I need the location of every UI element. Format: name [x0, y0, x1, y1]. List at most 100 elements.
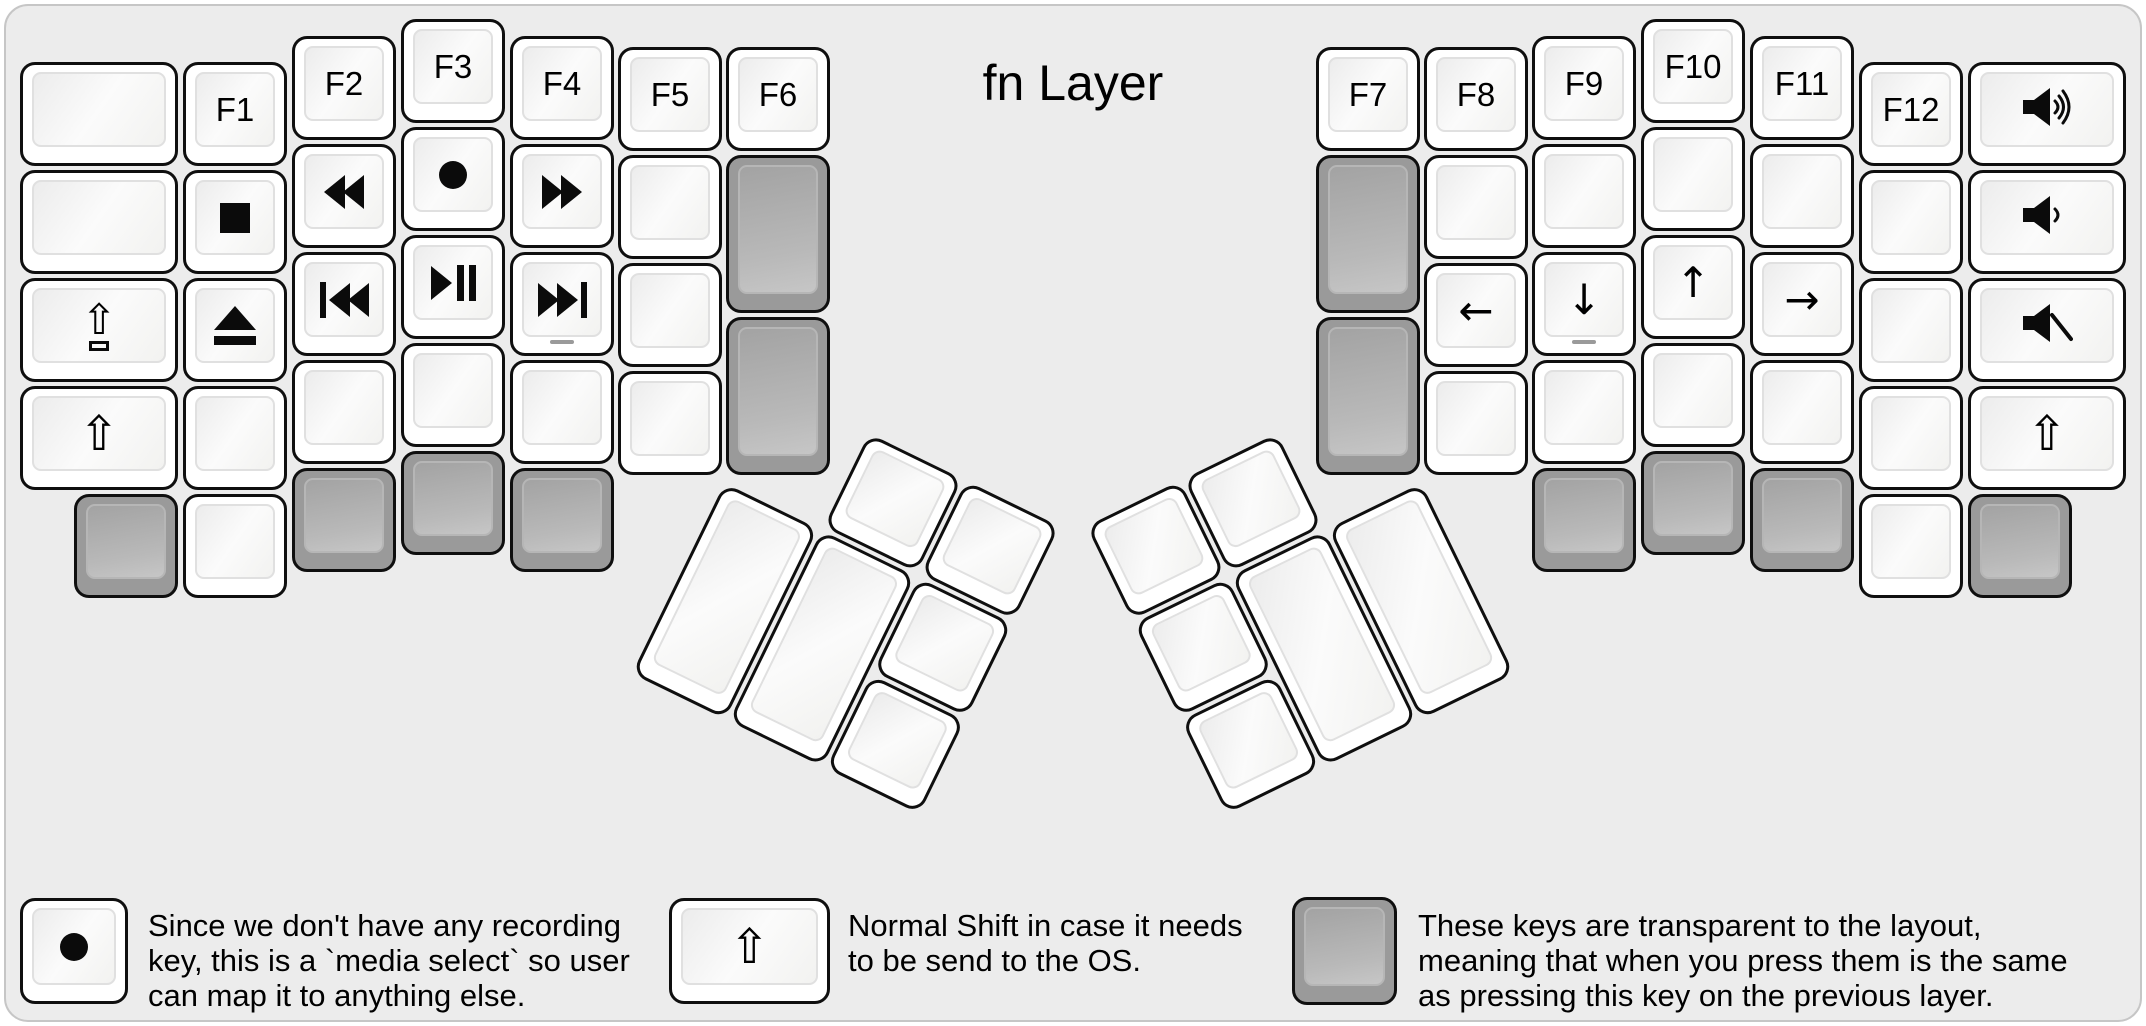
key-f3: F3 [401, 19, 505, 123]
legend-media-select-key [20, 898, 128, 1004]
legend-line: key, this is a `media select` so user [148, 943, 630, 978]
key-volume-down [1968, 170, 2126, 274]
key-eject [183, 278, 287, 382]
key-blank [1532, 144, 1636, 248]
legend-line: to be send to the OS. [848, 943, 1141, 978]
key-blank [1859, 278, 1963, 382]
key-play-pause [401, 235, 505, 339]
key-next-track [510, 252, 614, 356]
key-transparent [1316, 155, 1420, 313]
key-f1: F1 [183, 62, 287, 166]
key-transparent [1641, 451, 1745, 555]
key-record [401, 127, 505, 231]
play-pause-icon [430, 264, 476, 301]
key-f2: F2 [292, 36, 396, 140]
key-label: F3 [433, 47, 473, 85]
key-blank [1424, 371, 1528, 475]
key-f8: F8 [1424, 47, 1528, 151]
key-f7: F7 [1316, 47, 1420, 151]
shift-icon: ⇧ [2026, 405, 2068, 462]
key-blank [1859, 494, 1963, 598]
key-label: F8 [1456, 75, 1496, 113]
shift-icon: ⇧ [729, 918, 770, 975]
key-arrow-right: → [1750, 252, 1854, 356]
homing-dash [550, 340, 574, 344]
key-blank [618, 263, 722, 367]
arrow-up-icon: ↑ [1675, 257, 1711, 307]
key-label: F11 [1774, 64, 1830, 102]
key-blank [510, 360, 614, 464]
key-f10: F10 [1641, 19, 1745, 123]
layer-title: fn Layer [982, 55, 1164, 111]
arrow-right-icon: → [1784, 274, 1820, 324]
key-f9: F9 [1532, 36, 1636, 140]
key-stop [183, 170, 287, 274]
key-transparent [1750, 468, 1854, 572]
key-label: F9 [1564, 64, 1604, 102]
key-blank [618, 371, 722, 475]
key-shift: ⇧ [1968, 386, 2126, 490]
key-blank [1532, 360, 1636, 464]
key-blank [1750, 144, 1854, 248]
key-f4: F4 [510, 36, 614, 140]
record-icon [439, 160, 467, 189]
next-track-icon [537, 281, 587, 318]
key-f12: F12 [1859, 62, 1963, 166]
volume-down-icon [2021, 193, 2073, 242]
key-transparent [510, 468, 614, 572]
stop-icon [220, 202, 250, 233]
arrow-left-icon: ← [1458, 285, 1494, 335]
key-blank [401, 343, 505, 447]
key-blank [20, 170, 178, 274]
key-blank [618, 155, 722, 259]
key-arrow-down: ↓ [1532, 252, 1636, 356]
key-transparent [1532, 468, 1636, 572]
key-f5: F5 [618, 47, 722, 151]
key-blank [1641, 343, 1745, 447]
key-label: F10 [1664, 47, 1722, 85]
legend-line: These keys are transparent to the layout… [1418, 908, 1982, 943]
mute-icon [2021, 301, 2073, 350]
key-mute [1968, 278, 2126, 382]
key-transparent [292, 468, 396, 572]
key-transparent [1316, 317, 1420, 475]
rewind-icon [324, 174, 364, 209]
caps-lock-icon: ⇧ [81, 298, 117, 352]
key-prev-track [292, 252, 396, 356]
key-arrow-up: ↑ [1641, 235, 1745, 339]
key-blank [1859, 170, 1963, 274]
arrow-down-icon: ↓ [1566, 274, 1602, 324]
eject-icon [214, 306, 256, 345]
key-blank [1641, 127, 1745, 231]
key-transparent [74, 494, 178, 598]
key-caps-lock: ⇧ [20, 278, 178, 382]
key-label: F5 [650, 75, 690, 113]
key-transparent [401, 451, 505, 555]
key-volume-up [1968, 62, 2126, 166]
record-icon [60, 932, 88, 961]
volume-up-icon [2021, 85, 2073, 134]
legend-line: as pressing this key on the previous lay… [1418, 978, 1994, 1013]
key-label: F2 [324, 64, 364, 102]
key-blank [1424, 155, 1528, 259]
key-rewind [292, 144, 396, 248]
legend-line: meaning that when you press them is the … [1418, 943, 2068, 978]
legend-line: Normal Shift in case it needs [848, 908, 1243, 943]
key-arrow-left: ← [1424, 263, 1528, 367]
legend-transparent-keys-key [1292, 897, 1397, 1005]
legend-transparent-keys-text: These keys are transparent to the layout… [1418, 908, 2068, 1013]
key-label: F7 [1348, 75, 1388, 113]
key-label: F4 [542, 64, 582, 102]
fast-forward-icon [542, 174, 582, 209]
key-transparent [726, 317, 830, 475]
homing-dash [1572, 340, 1596, 344]
key-blank [1859, 386, 1963, 490]
key-f11: F11 [1750, 36, 1854, 140]
legend-normal-shift-key: ⇧ [669, 898, 830, 1004]
key-blank [183, 494, 287, 598]
key-transparent [1968, 494, 2072, 598]
key-blank [183, 386, 287, 490]
key-f6: F6 [726, 47, 830, 151]
